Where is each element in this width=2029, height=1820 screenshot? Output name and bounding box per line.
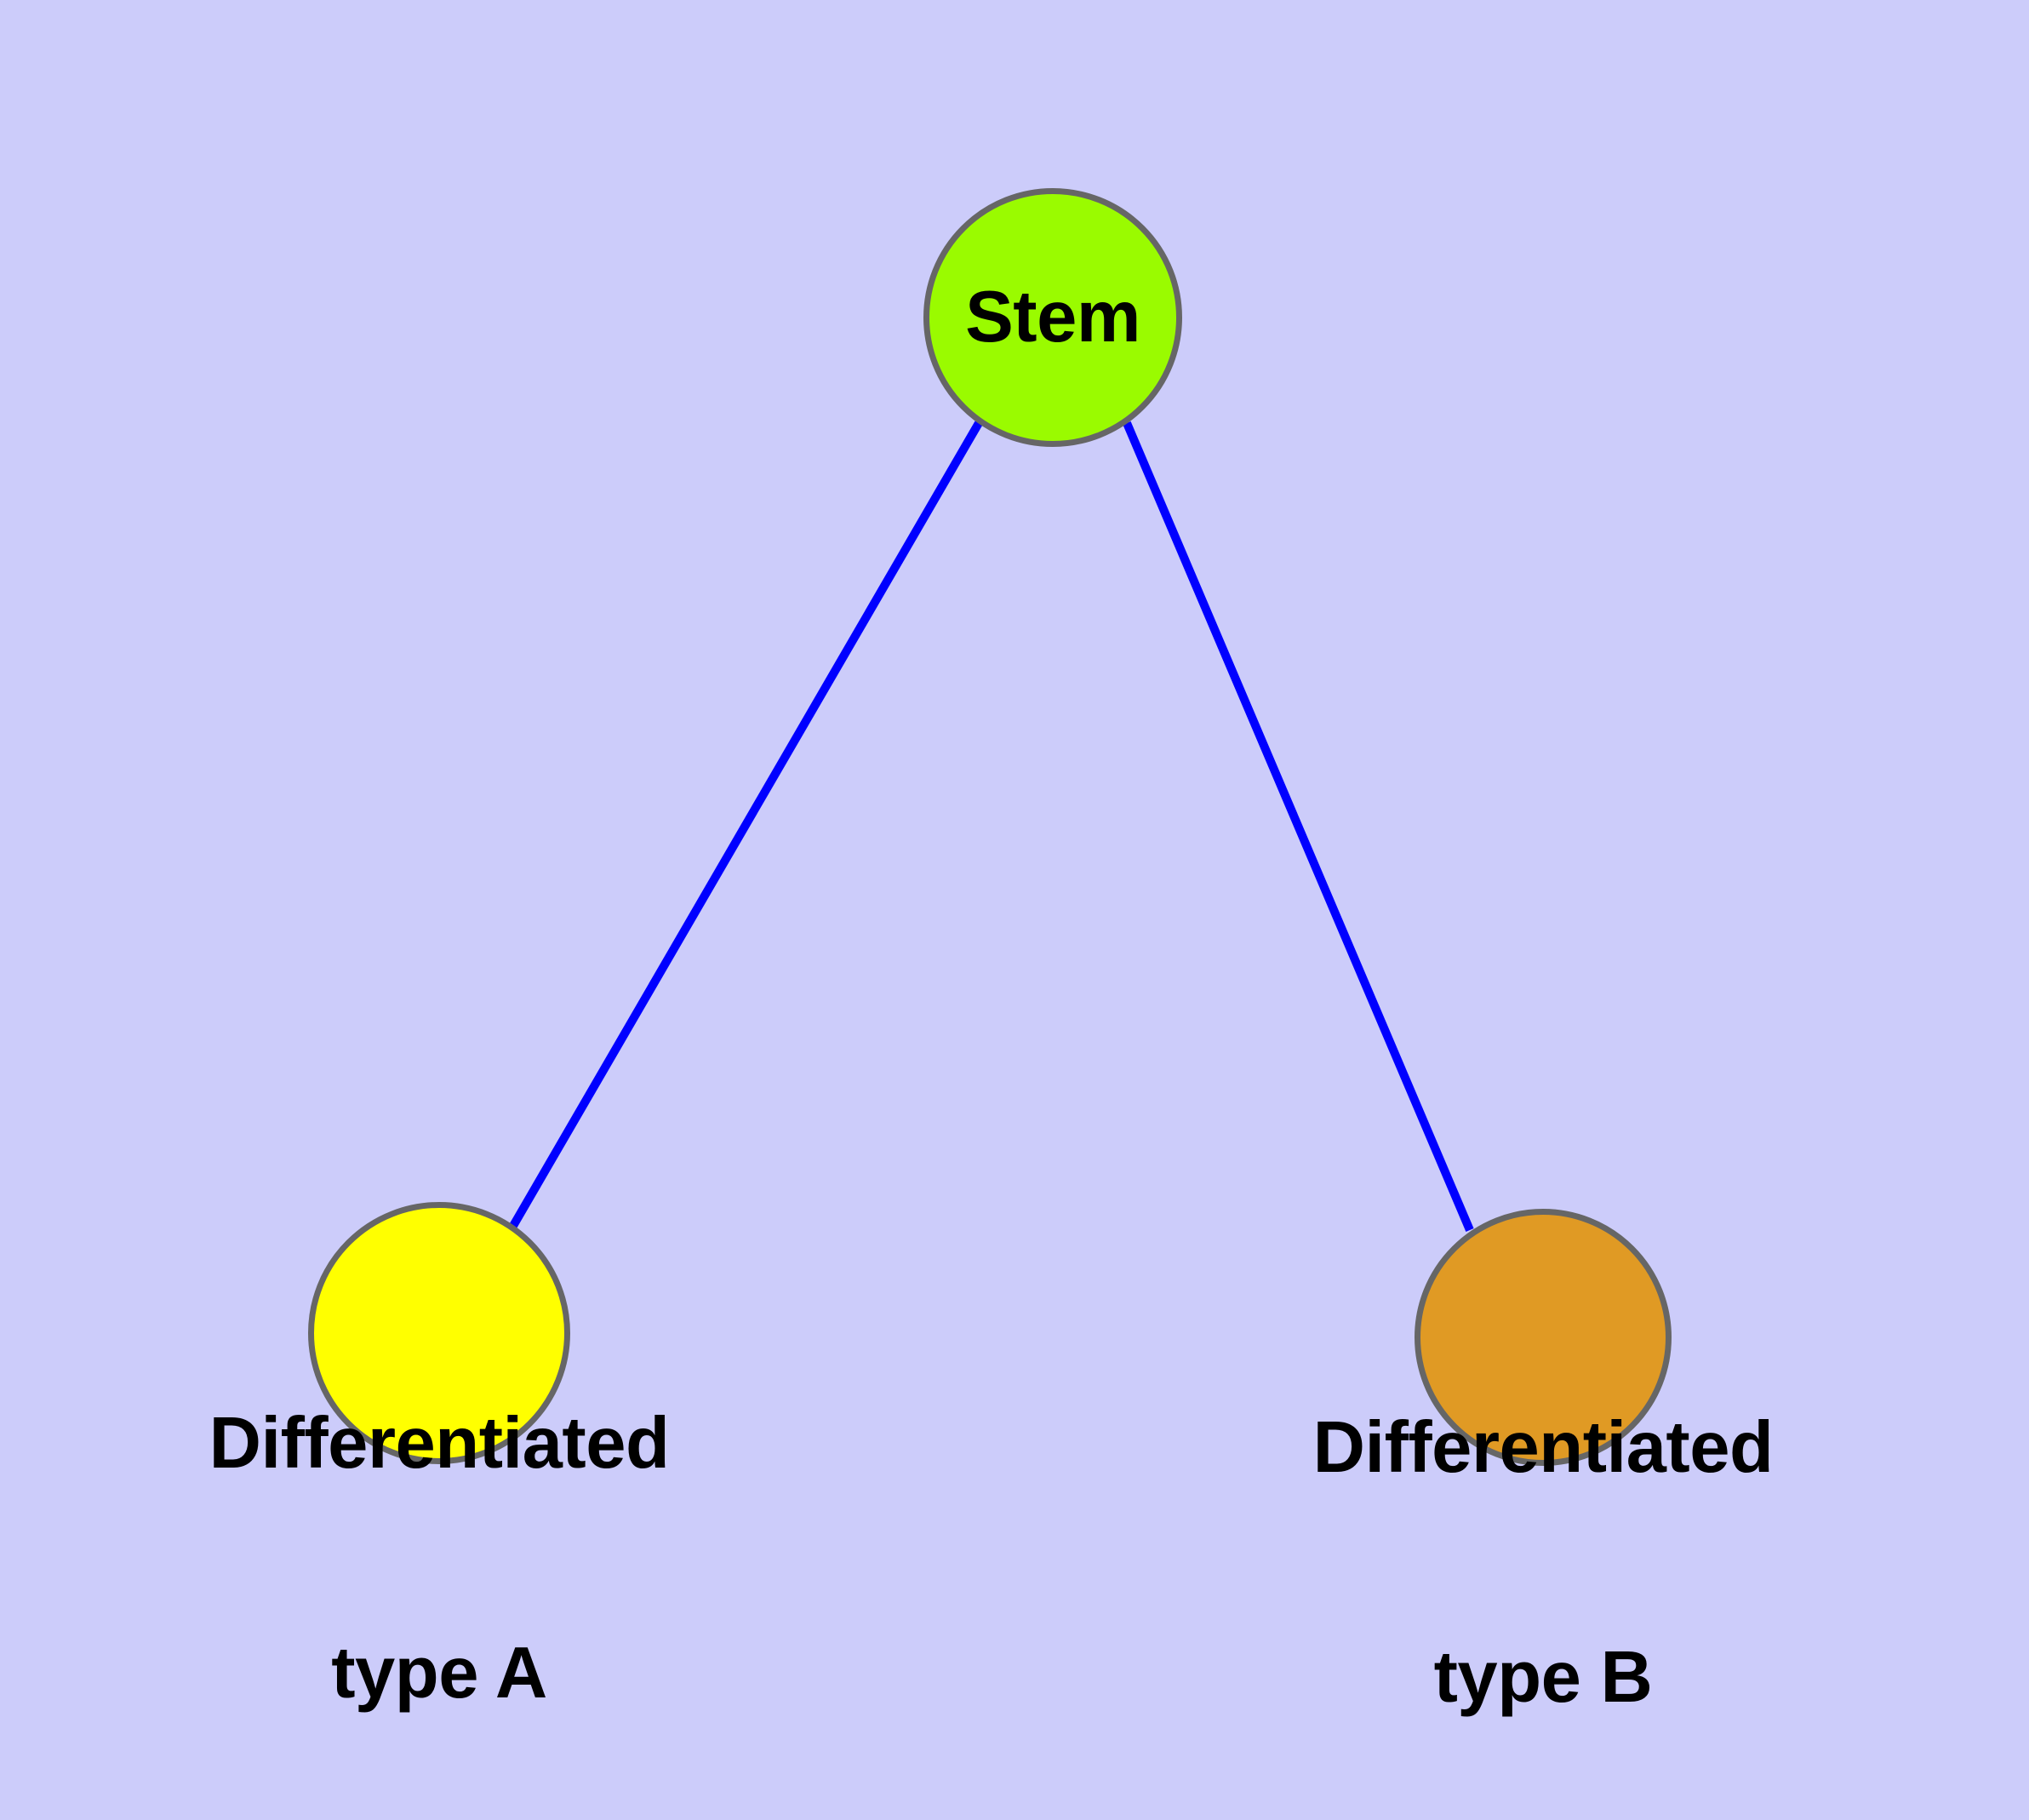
node-stem[interactable]	[923, 188, 1182, 447]
edge-stem-to-diff-b	[1123, 421, 1474, 1232]
edge-stem-to-diff-a	[509, 421, 983, 1228]
node-differentiated-type-b[interactable]	[1415, 1209, 1672, 1466]
node-differentiated-type-a[interactable]	[308, 1202, 570, 1464]
